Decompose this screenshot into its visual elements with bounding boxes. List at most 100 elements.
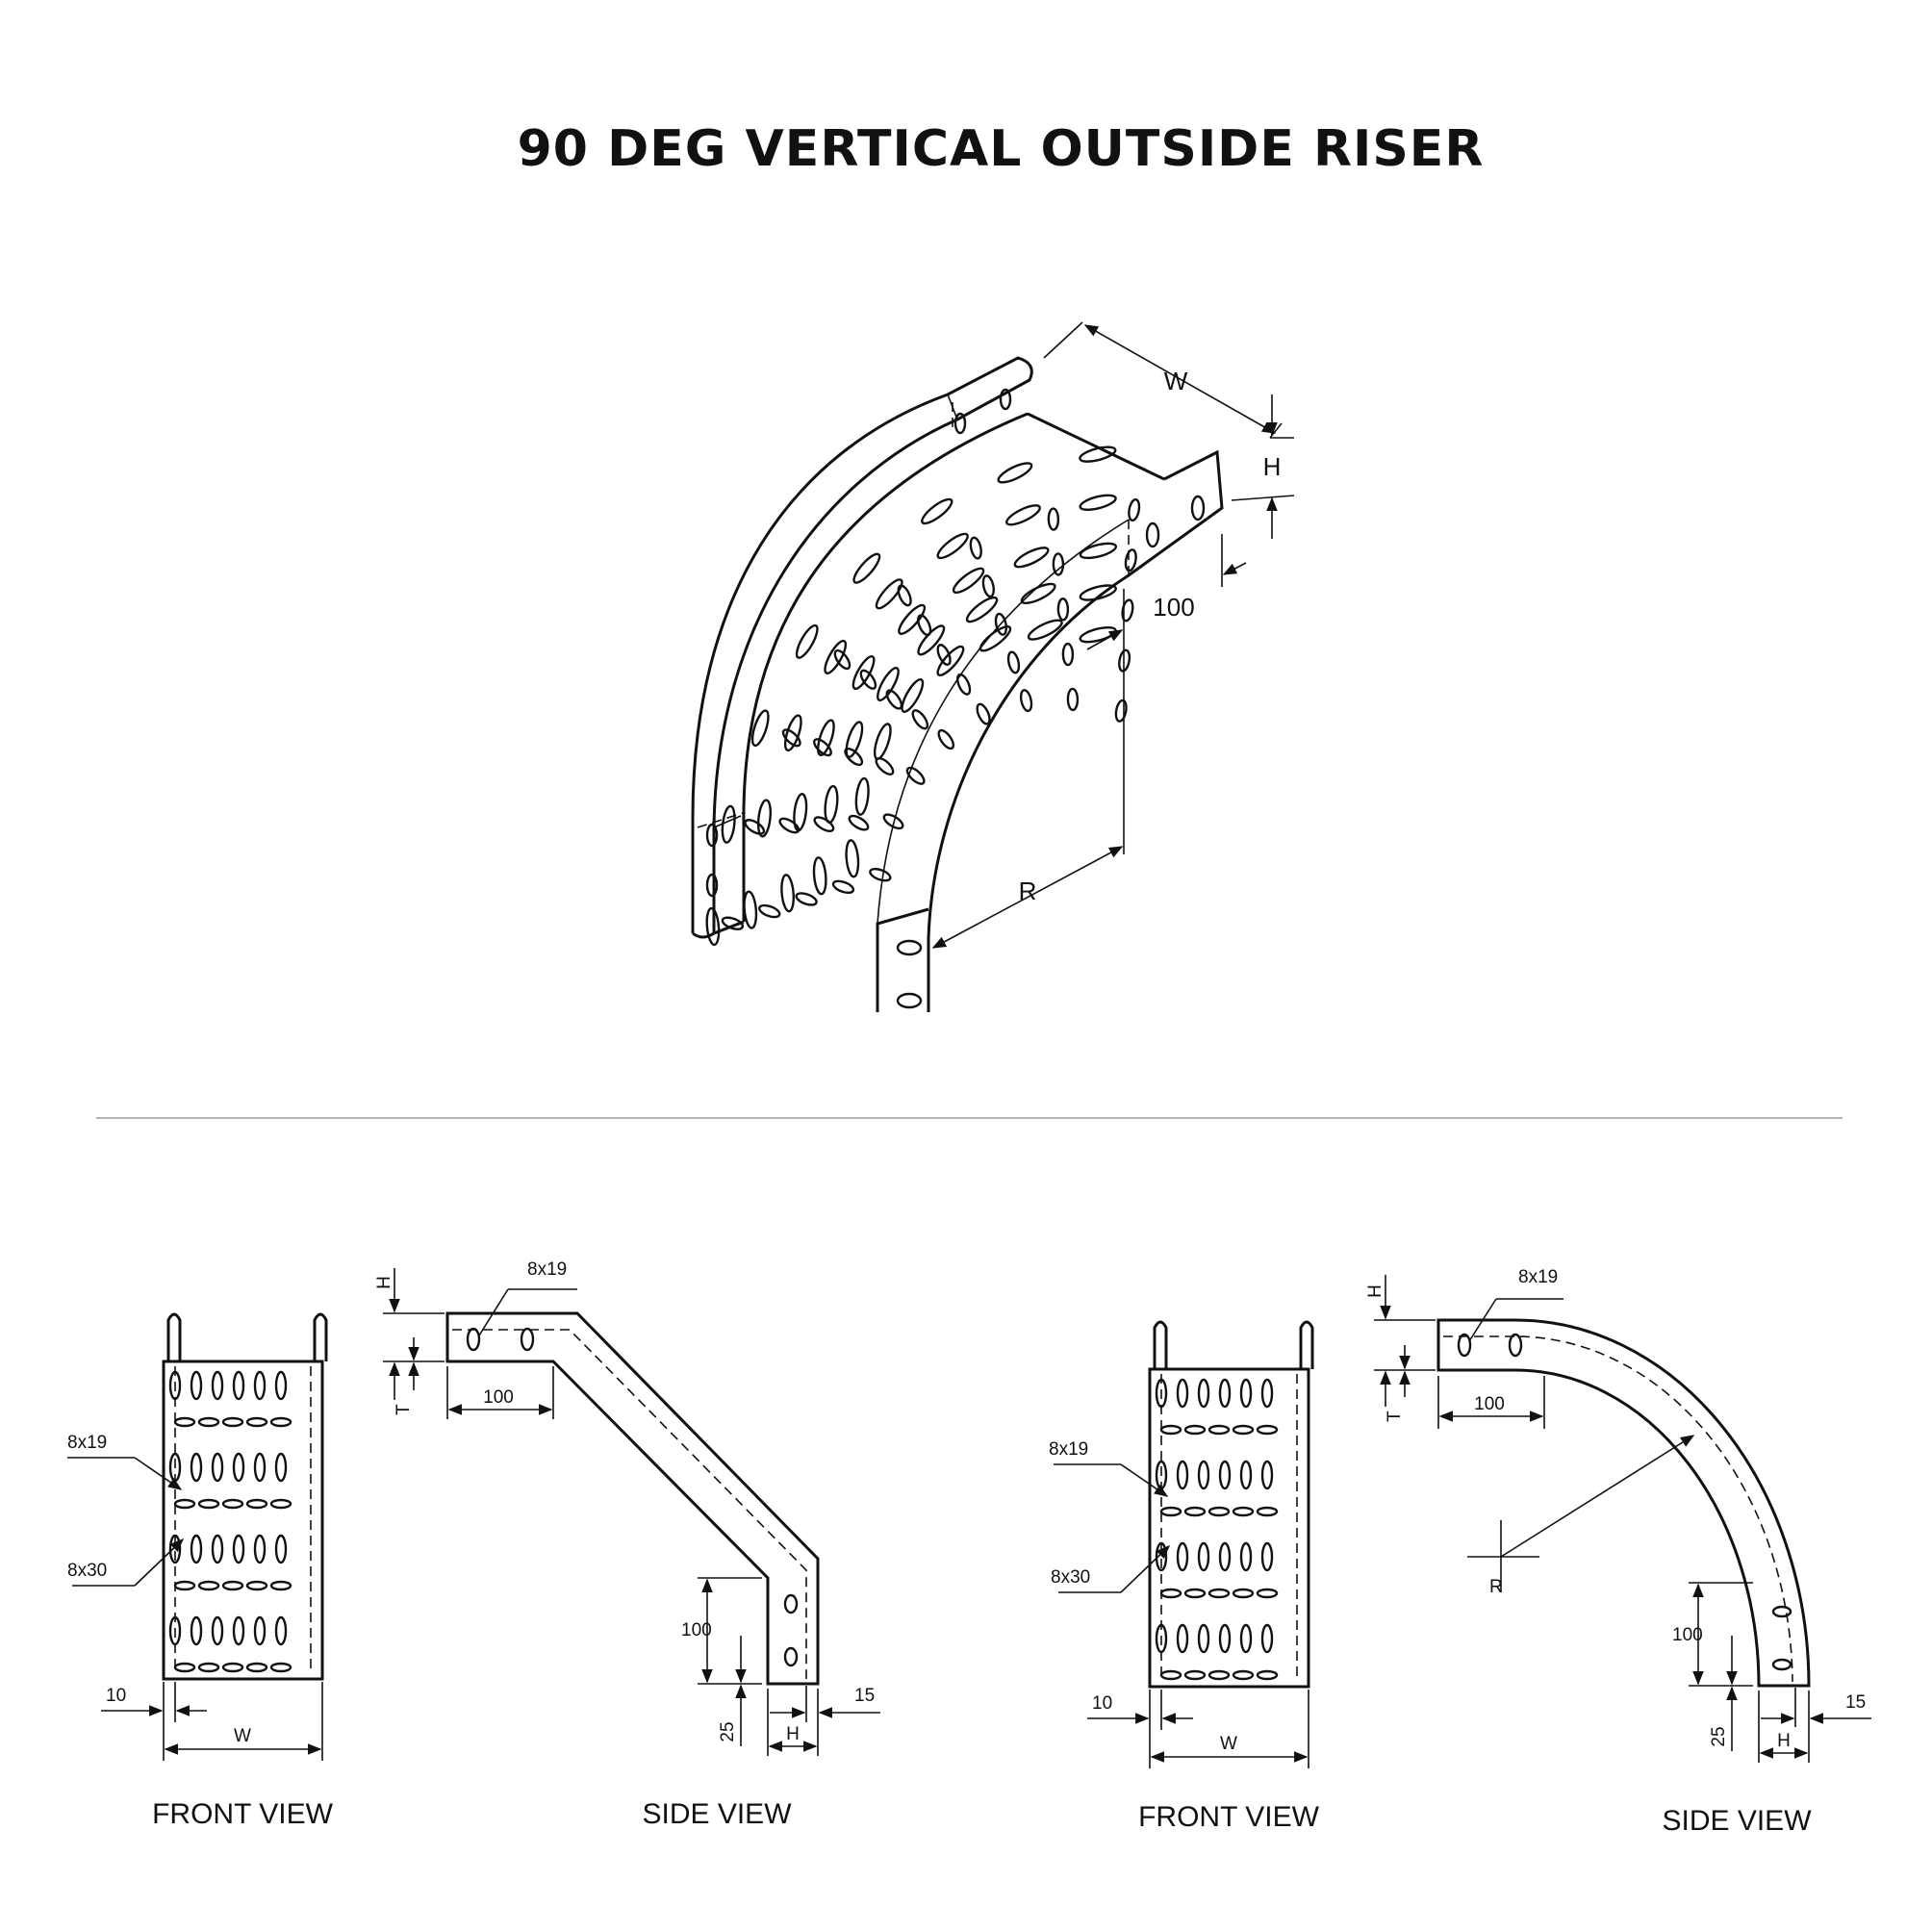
right-side-caption: SIDE VIEW xyxy=(1662,1805,1812,1837)
slot-hole xyxy=(1006,650,1021,674)
slot-hole xyxy=(1128,497,1141,522)
iso-dim-h: H xyxy=(1231,394,1295,539)
slot-hole xyxy=(197,1416,220,1428)
left-side-view: 8x19 H T 100 100 25 H 15 SIDE VIEW xyxy=(374,1259,880,1830)
slot-hole xyxy=(780,874,795,913)
slot-hole xyxy=(1124,548,1137,572)
isometric-view: W H 100 R xyxy=(691,321,1295,1012)
svg-text:100: 100 xyxy=(1672,1625,1703,1645)
slot-hole xyxy=(1256,1669,1279,1681)
slot-hole xyxy=(168,1370,182,1401)
slot-hole xyxy=(232,1452,245,1483)
slot-hole xyxy=(852,552,881,584)
svg-text:H: H xyxy=(1365,1284,1385,1298)
slot-hole xyxy=(969,536,982,560)
svg-text:15: 15 xyxy=(854,1686,875,1706)
slot-hole xyxy=(1020,582,1056,605)
slot-hole xyxy=(1155,1378,1168,1409)
slot-hole xyxy=(1155,1623,1168,1654)
slot-hole xyxy=(937,728,955,750)
slot-hole xyxy=(1079,625,1117,644)
svg-text:W: W xyxy=(1164,367,1188,395)
slot-hole xyxy=(859,669,877,690)
slot-hole xyxy=(190,1534,203,1564)
tray-body xyxy=(691,356,1224,1012)
slot-hole xyxy=(1197,1378,1210,1409)
svg-text:100: 100 xyxy=(1153,593,1194,622)
slot-hole xyxy=(793,793,808,832)
slot-hole xyxy=(197,1662,220,1673)
slot-hole xyxy=(824,639,848,674)
slot-hole xyxy=(274,1370,288,1401)
slot-hole xyxy=(917,624,946,656)
slot-hole xyxy=(743,890,758,929)
slot-hole xyxy=(873,723,892,760)
slot-hole xyxy=(221,1580,244,1591)
slot-hole xyxy=(845,839,860,878)
slot-hole xyxy=(1047,507,1060,531)
slot-hole xyxy=(905,766,926,785)
slot-hole xyxy=(721,804,736,844)
slot-hole xyxy=(756,799,773,838)
slot-hole xyxy=(211,1370,224,1401)
slot-hole xyxy=(274,1534,288,1564)
slot-hole xyxy=(1027,619,1063,641)
svg-text:8x30: 8x30 xyxy=(1051,1567,1090,1588)
slot-hole xyxy=(1239,1623,1253,1654)
slot-hole xyxy=(1159,1424,1182,1436)
slot-hole xyxy=(852,655,876,691)
svg-text:W: W xyxy=(234,1726,251,1746)
slot-hole xyxy=(190,1615,203,1646)
svg-text:H: H xyxy=(1777,1731,1791,1751)
slot-hole xyxy=(882,813,904,830)
slot-hole xyxy=(997,462,1033,484)
slot-hole xyxy=(844,747,864,767)
slot-hole xyxy=(744,819,766,835)
slot-hole xyxy=(1121,598,1134,623)
slot-hole xyxy=(1260,1623,1274,1654)
slot-hole xyxy=(197,1580,220,1591)
slot-hole xyxy=(1079,445,1117,463)
front-slots xyxy=(1155,1378,1279,1681)
slot-hole xyxy=(875,578,903,610)
page-title: 90 DEG VERTICAL OUTSIDE RISER xyxy=(518,120,1485,178)
svg-text:8x19: 8x19 xyxy=(1518,1267,1558,1287)
svg-text:100: 100 xyxy=(681,1620,712,1640)
slot-hole xyxy=(813,738,832,757)
slot-hole xyxy=(817,719,835,757)
right-side-view: 8x19 H T 100 R 100 25 H 15 SIDE VIEW xyxy=(1365,1267,1871,1837)
slot-hole xyxy=(778,817,801,834)
svg-text:8x19: 8x19 xyxy=(1049,1439,1088,1460)
svg-text:R: R xyxy=(1019,877,1037,905)
slot-hole xyxy=(813,816,835,832)
slot-hole xyxy=(885,689,903,710)
slot-hole xyxy=(1232,1669,1255,1681)
svg-text:100: 100 xyxy=(483,1387,514,1408)
slot-hole xyxy=(936,645,965,676)
slot-hole xyxy=(875,756,895,775)
svg-text:10: 10 xyxy=(106,1686,126,1706)
slot-hole xyxy=(1218,1541,1232,1572)
slot-hole xyxy=(848,814,870,831)
svg-text:8x30: 8x30 xyxy=(67,1561,107,1581)
slot-hole xyxy=(1056,597,1070,622)
slot-hole xyxy=(1208,1424,1231,1436)
slot-hole xyxy=(1183,1588,1207,1599)
slot-hole xyxy=(1218,1460,1232,1490)
slot-hole xyxy=(795,623,819,659)
svg-text:15: 15 xyxy=(1845,1692,1866,1713)
slot-hole xyxy=(750,709,770,748)
slot-hole xyxy=(1114,699,1128,723)
slot-hole xyxy=(1208,1669,1231,1681)
slot-hole xyxy=(911,709,929,730)
slot-hole xyxy=(1239,1378,1253,1409)
svg-text:25: 25 xyxy=(1709,1726,1729,1746)
slot-hole xyxy=(1159,1669,1182,1681)
right-front-view: 8x19 8x30 10 W FRONT VIEW xyxy=(1049,1320,1320,1833)
slot-hole xyxy=(1183,1506,1207,1517)
slot-hole xyxy=(173,1580,196,1591)
slot-hole xyxy=(824,784,839,825)
slot-hole xyxy=(1218,1623,1232,1654)
slot-hole xyxy=(190,1452,203,1483)
slot-hole xyxy=(979,625,1012,652)
